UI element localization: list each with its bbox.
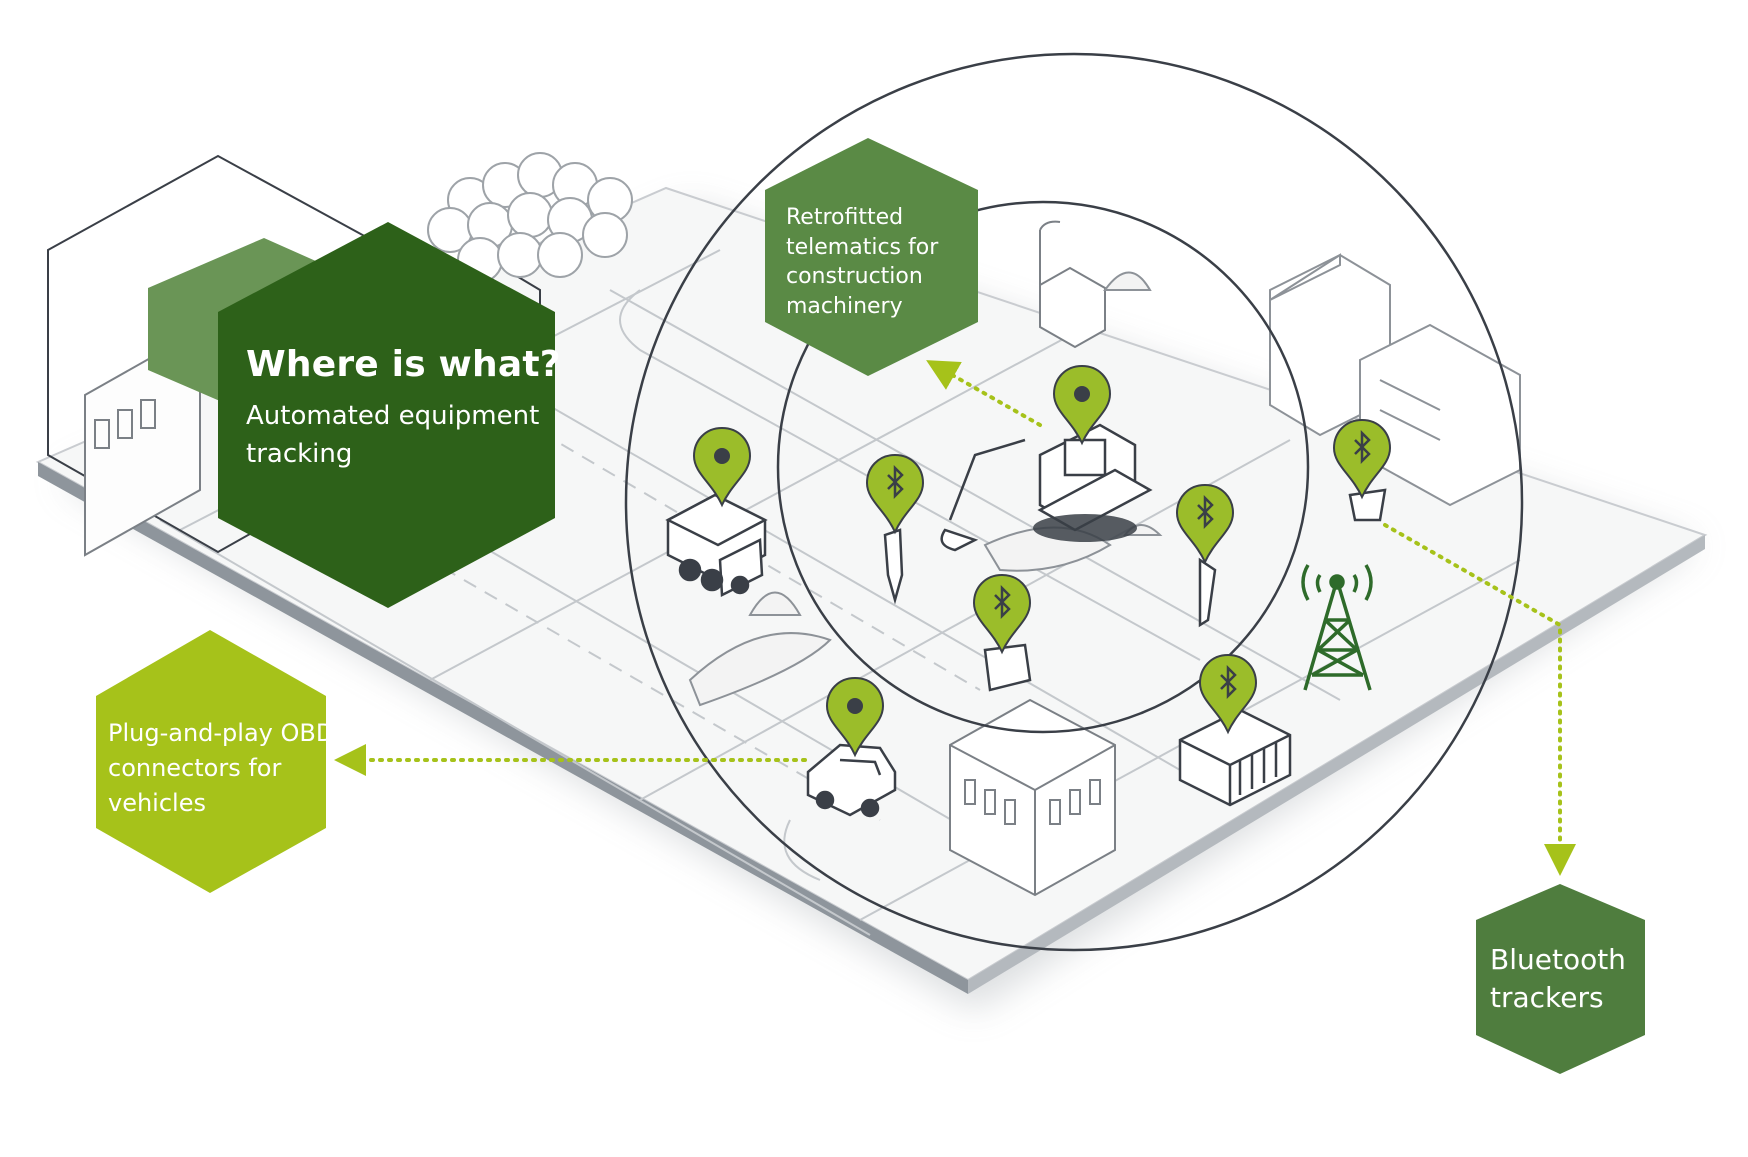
headline-title: Where is what? [246,344,561,385]
bluetooth-icon [1354,429,1371,465]
inner-range-circle [776,200,1310,734]
bluetooth-icon [1220,664,1237,700]
range-circles [624,52,1524,952]
retrofitted-telematics-label: Retrofitted telematics for construction … [786,205,939,319]
hexagon-bluetooth [1476,884,1645,1074]
bluetooth-trackers-label: Bluetooth trackers [1490,943,1626,1014]
radio-tower-icon [1301,564,1373,691]
bluetooth-pins [865,418,1392,735]
arrow-to-retrofitted [926,360,1042,427]
bucket-icon [1348,488,1387,522]
van-icon [806,743,897,818]
headline-subtitle: Automated equipment tracking [246,401,540,469]
obd-connectors-label: Plug-and-play OBD connectors for vehicle… [108,719,335,817]
bluetooth-pin-breaker [865,453,925,535]
gps-pin-excavator [1052,364,1112,446]
bluetooth-pin-jackhammer [1175,483,1235,565]
hexagon-retrofitted [765,138,978,376]
callout-arrows [334,360,1576,876]
bluetooth-pin-compactor [972,573,1032,655]
arrow-to-bluetooth [1383,523,1576,876]
bluetooth-pin-bucket [1332,418,1392,500]
buildings-center [949,220,1116,897]
tree-cluster [427,152,633,283]
hexagons [96,138,1645,1074]
buildings-right [1269,253,1521,507]
bluetooth-icon [887,464,904,500]
bluetooth-icon [994,584,1011,620]
bluetooth-icon [1197,494,1214,530]
jackhammer-icon [1198,557,1217,628]
excavator-icon [940,423,1153,552]
gps-pins [692,364,1112,758]
container-icon [1178,708,1292,807]
tools-icons [883,488,1387,692]
hexagon-obd [96,630,326,893]
outer-range-circle [624,52,1524,952]
gps-pin-van [825,676,885,758]
dump-truck-icon [665,493,768,597]
bluetooth-pin-container [1198,653,1258,735]
compactor-icon [983,643,1032,692]
hexagon-headline [218,222,555,608]
headline-block: Where is what? Automated equipment track… [246,344,561,473]
breaker-icon [883,528,904,605]
gps-pin-dump-truck [692,426,752,508]
